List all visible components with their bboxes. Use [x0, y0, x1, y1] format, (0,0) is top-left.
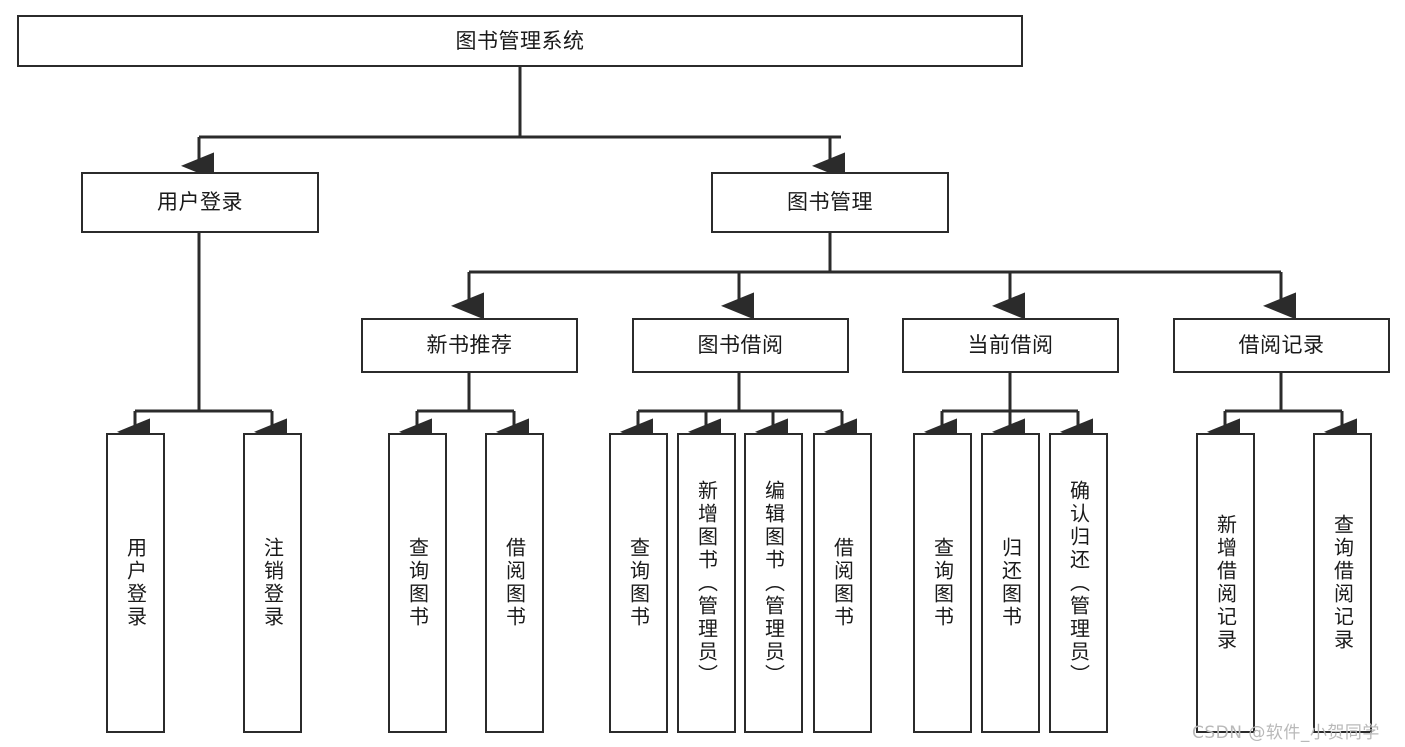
- leaf-current-query-label: 查询图书: [930, 537, 955, 629]
- leaf-borrow-borrow-book[interactable]: 借阅图书: [813, 433, 872, 733]
- leaf-new-book-borrow[interactable]: 借阅图书: [485, 433, 544, 733]
- leaf-new-book-query[interactable]: 查询图书: [388, 433, 447, 733]
- leaf-borrow-borrow-book-label: 借阅图书: [830, 537, 855, 629]
- node-borrow-record[interactable]: 借阅记录: [1173, 318, 1390, 373]
- leaf-user-login-signout[interactable]: 注销登录: [243, 433, 302, 733]
- leaf-user-login-signin[interactable]: 用户登录: [106, 433, 165, 733]
- node-book-management-label: 图书管理: [787, 190, 873, 215]
- leaf-current-return-label: 归还图书: [998, 537, 1023, 629]
- node-root-system[interactable]: 图书管理系统: [17, 15, 1023, 67]
- leaf-new-book-borrow-label: 借阅图书: [502, 537, 527, 629]
- leaf-user-login-signin-label: 用户登录: [123, 537, 148, 629]
- node-book-management[interactable]: 图书管理: [711, 172, 949, 233]
- node-book-borrow[interactable]: 图书借阅: [632, 318, 849, 373]
- leaf-record-query-label: 查询借阅记录: [1330, 514, 1355, 652]
- node-new-book-recommend-label: 新书推荐: [426, 333, 513, 358]
- leaf-borrow-query-label: 查询图书: [626, 537, 651, 629]
- leaf-borrow-query[interactable]: 查询图书: [609, 433, 668, 733]
- node-current-borrow-label: 当前借阅: [967, 333, 1054, 358]
- leaf-borrow-edit-book-admin-label: 编辑图书（管理员）: [761, 479, 786, 687]
- leaf-record-add[interactable]: 新增借阅记录: [1196, 433, 1255, 733]
- leaf-new-book-query-label: 查询图书: [405, 537, 430, 629]
- leaf-record-add-label: 新增借阅记录: [1213, 514, 1238, 652]
- node-borrow-record-label: 借阅记录: [1238, 333, 1325, 358]
- node-book-borrow-label: 图书借阅: [697, 333, 784, 358]
- leaf-record-query[interactable]: 查询借阅记录: [1313, 433, 1372, 733]
- leaf-current-return[interactable]: 归还图书: [981, 433, 1040, 733]
- leaf-borrow-add-book-admin[interactable]: 新增图书（管理员）: [677, 433, 736, 733]
- node-current-borrow[interactable]: 当前借阅: [902, 318, 1119, 373]
- leaf-borrow-edit-book-admin[interactable]: 编辑图书（管理员）: [744, 433, 803, 733]
- leaf-user-login-signout-label: 注销登录: [260, 537, 285, 629]
- node-user-login[interactable]: 用户登录: [81, 172, 319, 233]
- leaf-current-query[interactable]: 查询图书: [913, 433, 972, 733]
- node-user-login-label: 用户登录: [157, 190, 243, 215]
- leaf-current-confirm-return-admin-label: 确认归还（管理员）: [1066, 479, 1091, 687]
- leaf-borrow-add-book-admin-label: 新增图书（管理员）: [694, 479, 719, 687]
- csdn-watermark: CSDN @软件_小贺同学: [1192, 723, 1380, 743]
- leaf-current-confirm-return-admin[interactable]: 确认归还（管理员）: [1049, 433, 1108, 733]
- node-new-book-recommend[interactable]: 新书推荐: [361, 318, 578, 373]
- node-root-system-label: 图书管理系统: [455, 28, 585, 53]
